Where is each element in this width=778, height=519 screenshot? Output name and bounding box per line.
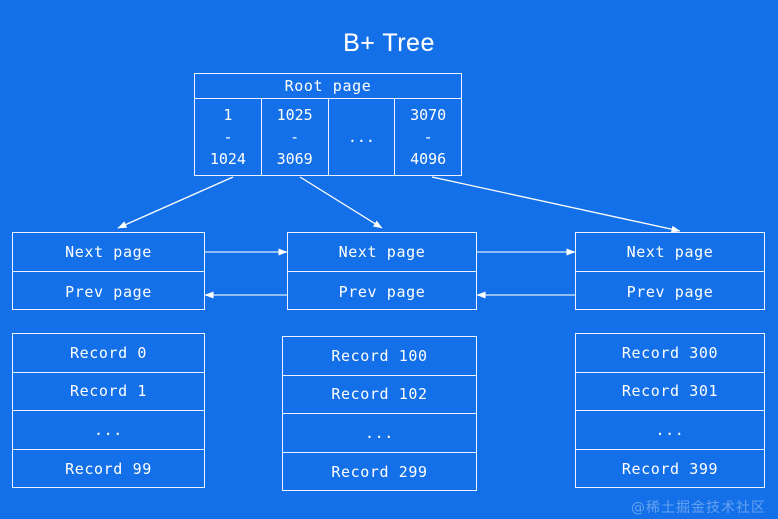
record-row: Record 299 xyxy=(331,462,428,481)
record-row: Record 399 xyxy=(621,459,719,478)
root-page-cell-4[interactable]: 3070 - 4096 xyxy=(395,99,461,175)
record-row: Record 1 xyxy=(13,373,204,411)
record-row-ellipsis: ... xyxy=(283,414,476,453)
record-row-ellipsis: ... xyxy=(576,411,764,450)
prev-page-label: Prev page xyxy=(338,282,426,301)
root-page-header: Root page xyxy=(195,74,461,99)
range-start: 1 xyxy=(223,105,233,124)
page-title: B+ Tree xyxy=(343,29,435,57)
range-end: 1024 xyxy=(209,150,246,169)
next-page-label: Next page xyxy=(288,233,476,272)
leaf-page-node-3: Next page Prev page xyxy=(575,232,765,310)
next-page-label: Next page xyxy=(576,233,764,272)
record-row-ellipsis: ... xyxy=(13,411,204,450)
record-row: Record 300 xyxy=(576,334,764,373)
root-page-cell-ellipsis: ... xyxy=(329,99,396,175)
record-row: Record 301 xyxy=(576,373,764,411)
prev-page-label: Prev page xyxy=(65,282,152,301)
edge-root-to-leaf-3 xyxy=(431,176,681,233)
next-page-label: Next page xyxy=(13,233,204,272)
record-row: Record 99 xyxy=(65,459,152,478)
range-start: 1025 xyxy=(276,105,313,124)
watermark: @稀土掘金技术社区 xyxy=(631,500,766,516)
record-list-3: Record 300 Record 301 ... Record 399 xyxy=(575,333,765,488)
leaf-page-node-1: Next page Prev page xyxy=(12,232,205,310)
leaf-page-node-2: Next page Prev page xyxy=(287,232,477,310)
record-list-1: Record 0 Record 1 ... Record 99 xyxy=(12,333,205,488)
edge-root-to-leaf-1 xyxy=(117,176,234,229)
edge-root-to-leaf-2 xyxy=(299,176,383,229)
range-dash: - xyxy=(290,127,300,146)
range-dash: - xyxy=(423,127,433,146)
record-list-2: Record 100 Record 102 ... Record 299 xyxy=(282,336,477,491)
range-end: 4096 xyxy=(410,150,447,169)
range-start: 3070 xyxy=(410,105,447,124)
range-dash: - xyxy=(223,127,233,146)
root-page-cells: 1 - 1024 1025 - 3069 ... 3070 - 4096 xyxy=(195,99,461,175)
record-row: Record 102 xyxy=(283,376,476,414)
ellipsis-label: ... xyxy=(347,127,375,146)
root-page-node: Root page 1 - 1024 1025 - 3069 ... 3070 … xyxy=(194,73,462,176)
range-end: 3069 xyxy=(276,150,313,169)
record-row: Record 0 xyxy=(13,334,204,373)
prev-page-label: Prev page xyxy=(626,282,714,301)
root-page-cell-2[interactable]: 1025 - 3069 xyxy=(262,99,329,175)
record-row: Record 100 xyxy=(283,337,476,376)
root-page-cell-1[interactable]: 1 - 1024 xyxy=(195,99,262,175)
